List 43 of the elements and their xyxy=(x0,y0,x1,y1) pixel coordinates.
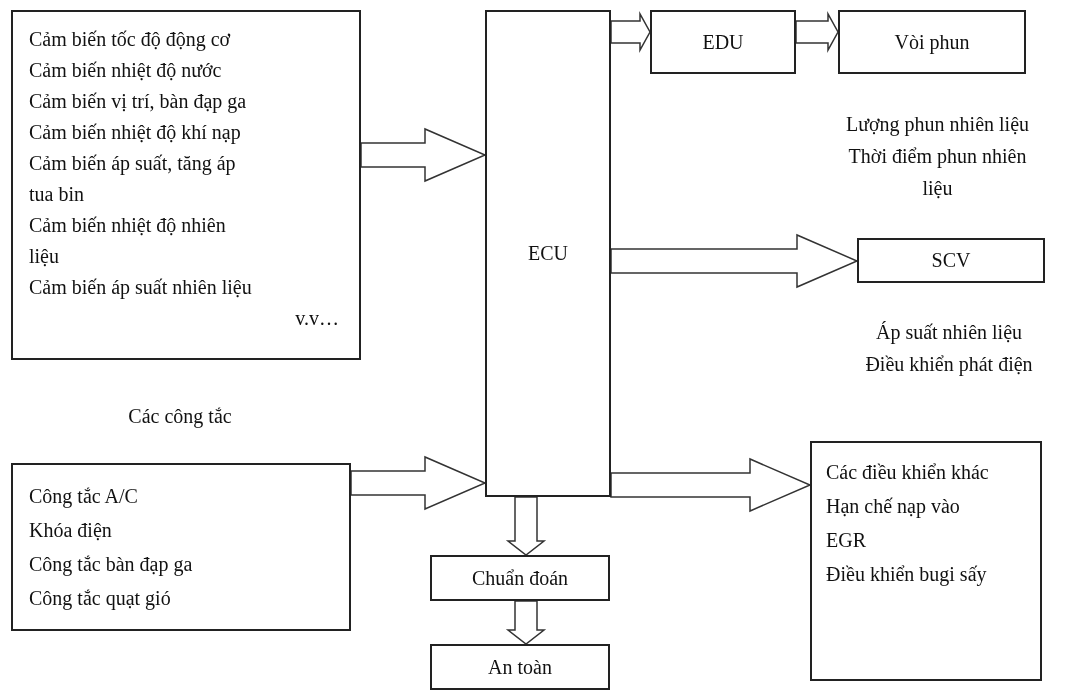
output-list-box xyxy=(810,441,1042,681)
node-label: Chuẩn đoán xyxy=(471,565,569,591)
annotation-text: Các công tắc xyxy=(127,404,233,430)
list-item: Cảm biến áp suất, tăng áp tua bin xyxy=(29,151,237,207)
list-item: Cảm biến áp suất nhiên liệu xyxy=(29,275,253,301)
list-item: Các điều khiển khác xyxy=(826,460,990,485)
block-arrow xyxy=(795,11,839,53)
list-item: Điều khiển bugi sấy xyxy=(826,562,988,588)
node-label: An toàn xyxy=(488,654,552,680)
list-item: Cảm biến nhiệt độ nhiên liệu xyxy=(29,213,227,269)
list-item: Cảm biến nhiệt độ khí nạp xyxy=(29,120,242,146)
process-box xyxy=(430,644,610,690)
list-item: Công tắc bàn đạp ga xyxy=(29,552,194,578)
ecu-box xyxy=(485,10,611,497)
process-box xyxy=(857,238,1045,283)
block-arrow xyxy=(350,455,487,511)
block-arrow xyxy=(610,11,651,53)
block-arrow xyxy=(360,127,487,183)
block-arrow xyxy=(610,233,859,289)
annotation-text: Lượng phun nhiên liệu xyxy=(844,112,1031,138)
node-label: EDU xyxy=(702,29,744,55)
node-label: Vòi phun xyxy=(894,29,970,56)
block-arrow xyxy=(610,457,812,513)
block-arrow xyxy=(505,496,547,556)
list-item: Công tắc A/C xyxy=(29,484,139,510)
process-box xyxy=(430,555,610,601)
list-item: Công tắc quạt gió xyxy=(29,586,172,612)
annotation-text: Điều khiển phát điện xyxy=(864,352,1034,378)
node-label: SCV xyxy=(931,248,971,273)
node-label: ECU xyxy=(528,241,568,266)
list-item: Cảm biến nhiệt độ nước xyxy=(29,58,223,83)
process-box xyxy=(650,10,796,74)
list-item: Cảm biến vị trí, bàn đạp ga xyxy=(29,89,248,115)
list-item: Cảm biến tốc độ động cơ xyxy=(29,27,232,53)
list-item: v.v… xyxy=(294,306,339,331)
sensor-list-box xyxy=(11,10,361,360)
annotation-text: Áp suất nhiên liệu xyxy=(874,320,1024,346)
list-item: Hạn chế nạp vào EGR xyxy=(826,494,961,553)
block-arrow xyxy=(505,600,547,645)
annotation-text: Thời điểm phun nhiên liệu xyxy=(847,144,1028,201)
switch-list-box xyxy=(11,463,351,631)
process-box xyxy=(838,10,1026,74)
list-item: Khóa điện xyxy=(29,518,113,543)
